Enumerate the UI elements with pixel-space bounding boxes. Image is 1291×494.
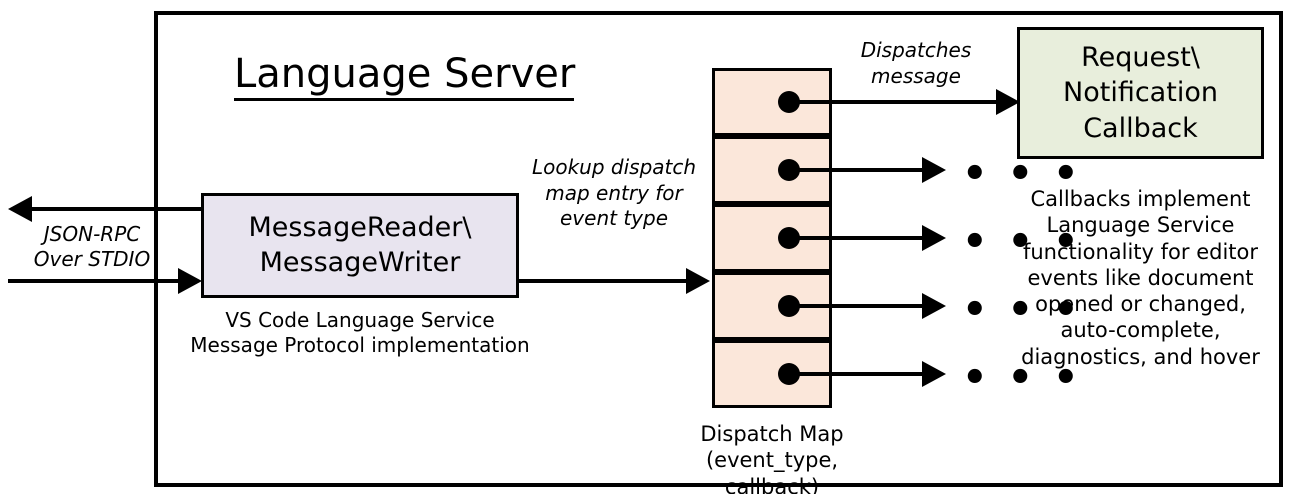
callback-caption-line3: functionality for editor	[1022, 239, 1258, 264]
callback-arrow-line	[789, 304, 927, 308]
request-notification-callback-box[interactable]: Request\ Notification Callback	[1017, 27, 1264, 159]
language-server-frame	[154, 11, 1283, 487]
callback-box-line2: Notification	[1063, 77, 1218, 109]
dispatch-map-caption: Dispatch Map (event_type, callback)	[660, 421, 884, 494]
callback-ellipsis: • • •	[962, 355, 1082, 401]
lookup-dispatch-label: Lookup dispatch map entry for event type	[519, 155, 709, 232]
outbound-arrow-head	[8, 196, 32, 222]
lookup-label-line2: map entry for	[545, 180, 683, 205]
lookup-arrow-line	[519, 279, 691, 283]
dispatch-label-line2: message	[871, 63, 961, 88]
dispatches-message-label: Dispatches message	[836, 38, 996, 89]
map-caption-line2: (event_type, callback)	[705, 448, 839, 494]
lookup-label-line1: Lookup dispatch	[531, 155, 697, 179]
lookup-label-line3: event type	[560, 206, 668, 231]
io-protocol-label: JSON-RPC Over STDIO	[22, 222, 162, 272]
inbound-arrow-head	[178, 268, 202, 294]
callback-arrow-head	[922, 225, 946, 251]
callback-caption: Callbacks implement Language Service fun…	[1008, 186, 1273, 370]
outbound-arrow-line	[32, 207, 205, 211]
message-reader-writer-box[interactable]: MessageReader\ MessageWriter	[201, 193, 519, 298]
callback-ellipsis: • • •	[962, 287, 1082, 333]
callback-arrow-head	[922, 157, 946, 183]
io-label-line2: Over STDIO	[33, 247, 151, 271]
reader-caption-line2: Message Protocol implementation	[190, 333, 530, 357]
dispatch-arrow-head	[996, 89, 1020, 115]
dispatch-arrow-line	[789, 100, 1001, 104]
dispatch-label-line1: Dispatches	[860, 38, 972, 62]
callback-box-line3: Callback	[1083, 112, 1198, 144]
reader-box-line2: MessageWriter	[259, 246, 461, 278]
callback-arrow-line	[789, 236, 927, 240]
callback-caption-line7: diagnostics, and hover	[1021, 344, 1260, 369]
reader-box-line1: MessageReader\	[248, 211, 472, 243]
callback-arrow-head	[922, 293, 946, 319]
callback-caption-line6: auto-complete,	[1060, 318, 1221, 343]
callback-caption-line5: opened or changed,	[1035, 292, 1246, 316]
callback-arrow-line	[789, 372, 927, 376]
callback-caption-line2: Language Service	[1046, 213, 1235, 238]
inbound-arrow-line	[8, 279, 184, 283]
callback-box-line1: Request\	[1081, 42, 1200, 74]
callback-arrow-head	[922, 361, 946, 387]
callback-arrow-line	[789, 168, 927, 172]
io-label-line1: JSON-RPC	[43, 222, 141, 246]
reader-caption-line1: VS Code Language Service	[225, 308, 495, 332]
callback-ellipsis: • • •	[962, 219, 1082, 265]
callback-caption-line4: events like document	[1027, 265, 1254, 290]
lookup-arrow-head	[686, 268, 710, 294]
reader-caption: VS Code Language Service Message Protoco…	[190, 308, 530, 358]
callback-ellipsis: • • •	[962, 151, 1082, 197]
map-caption-line1: Dispatch Map	[700, 422, 844, 446]
callback-caption-line1: Callbacks implement	[1030, 187, 1251, 211]
page-title: Language Server	[234, 52, 575, 101]
